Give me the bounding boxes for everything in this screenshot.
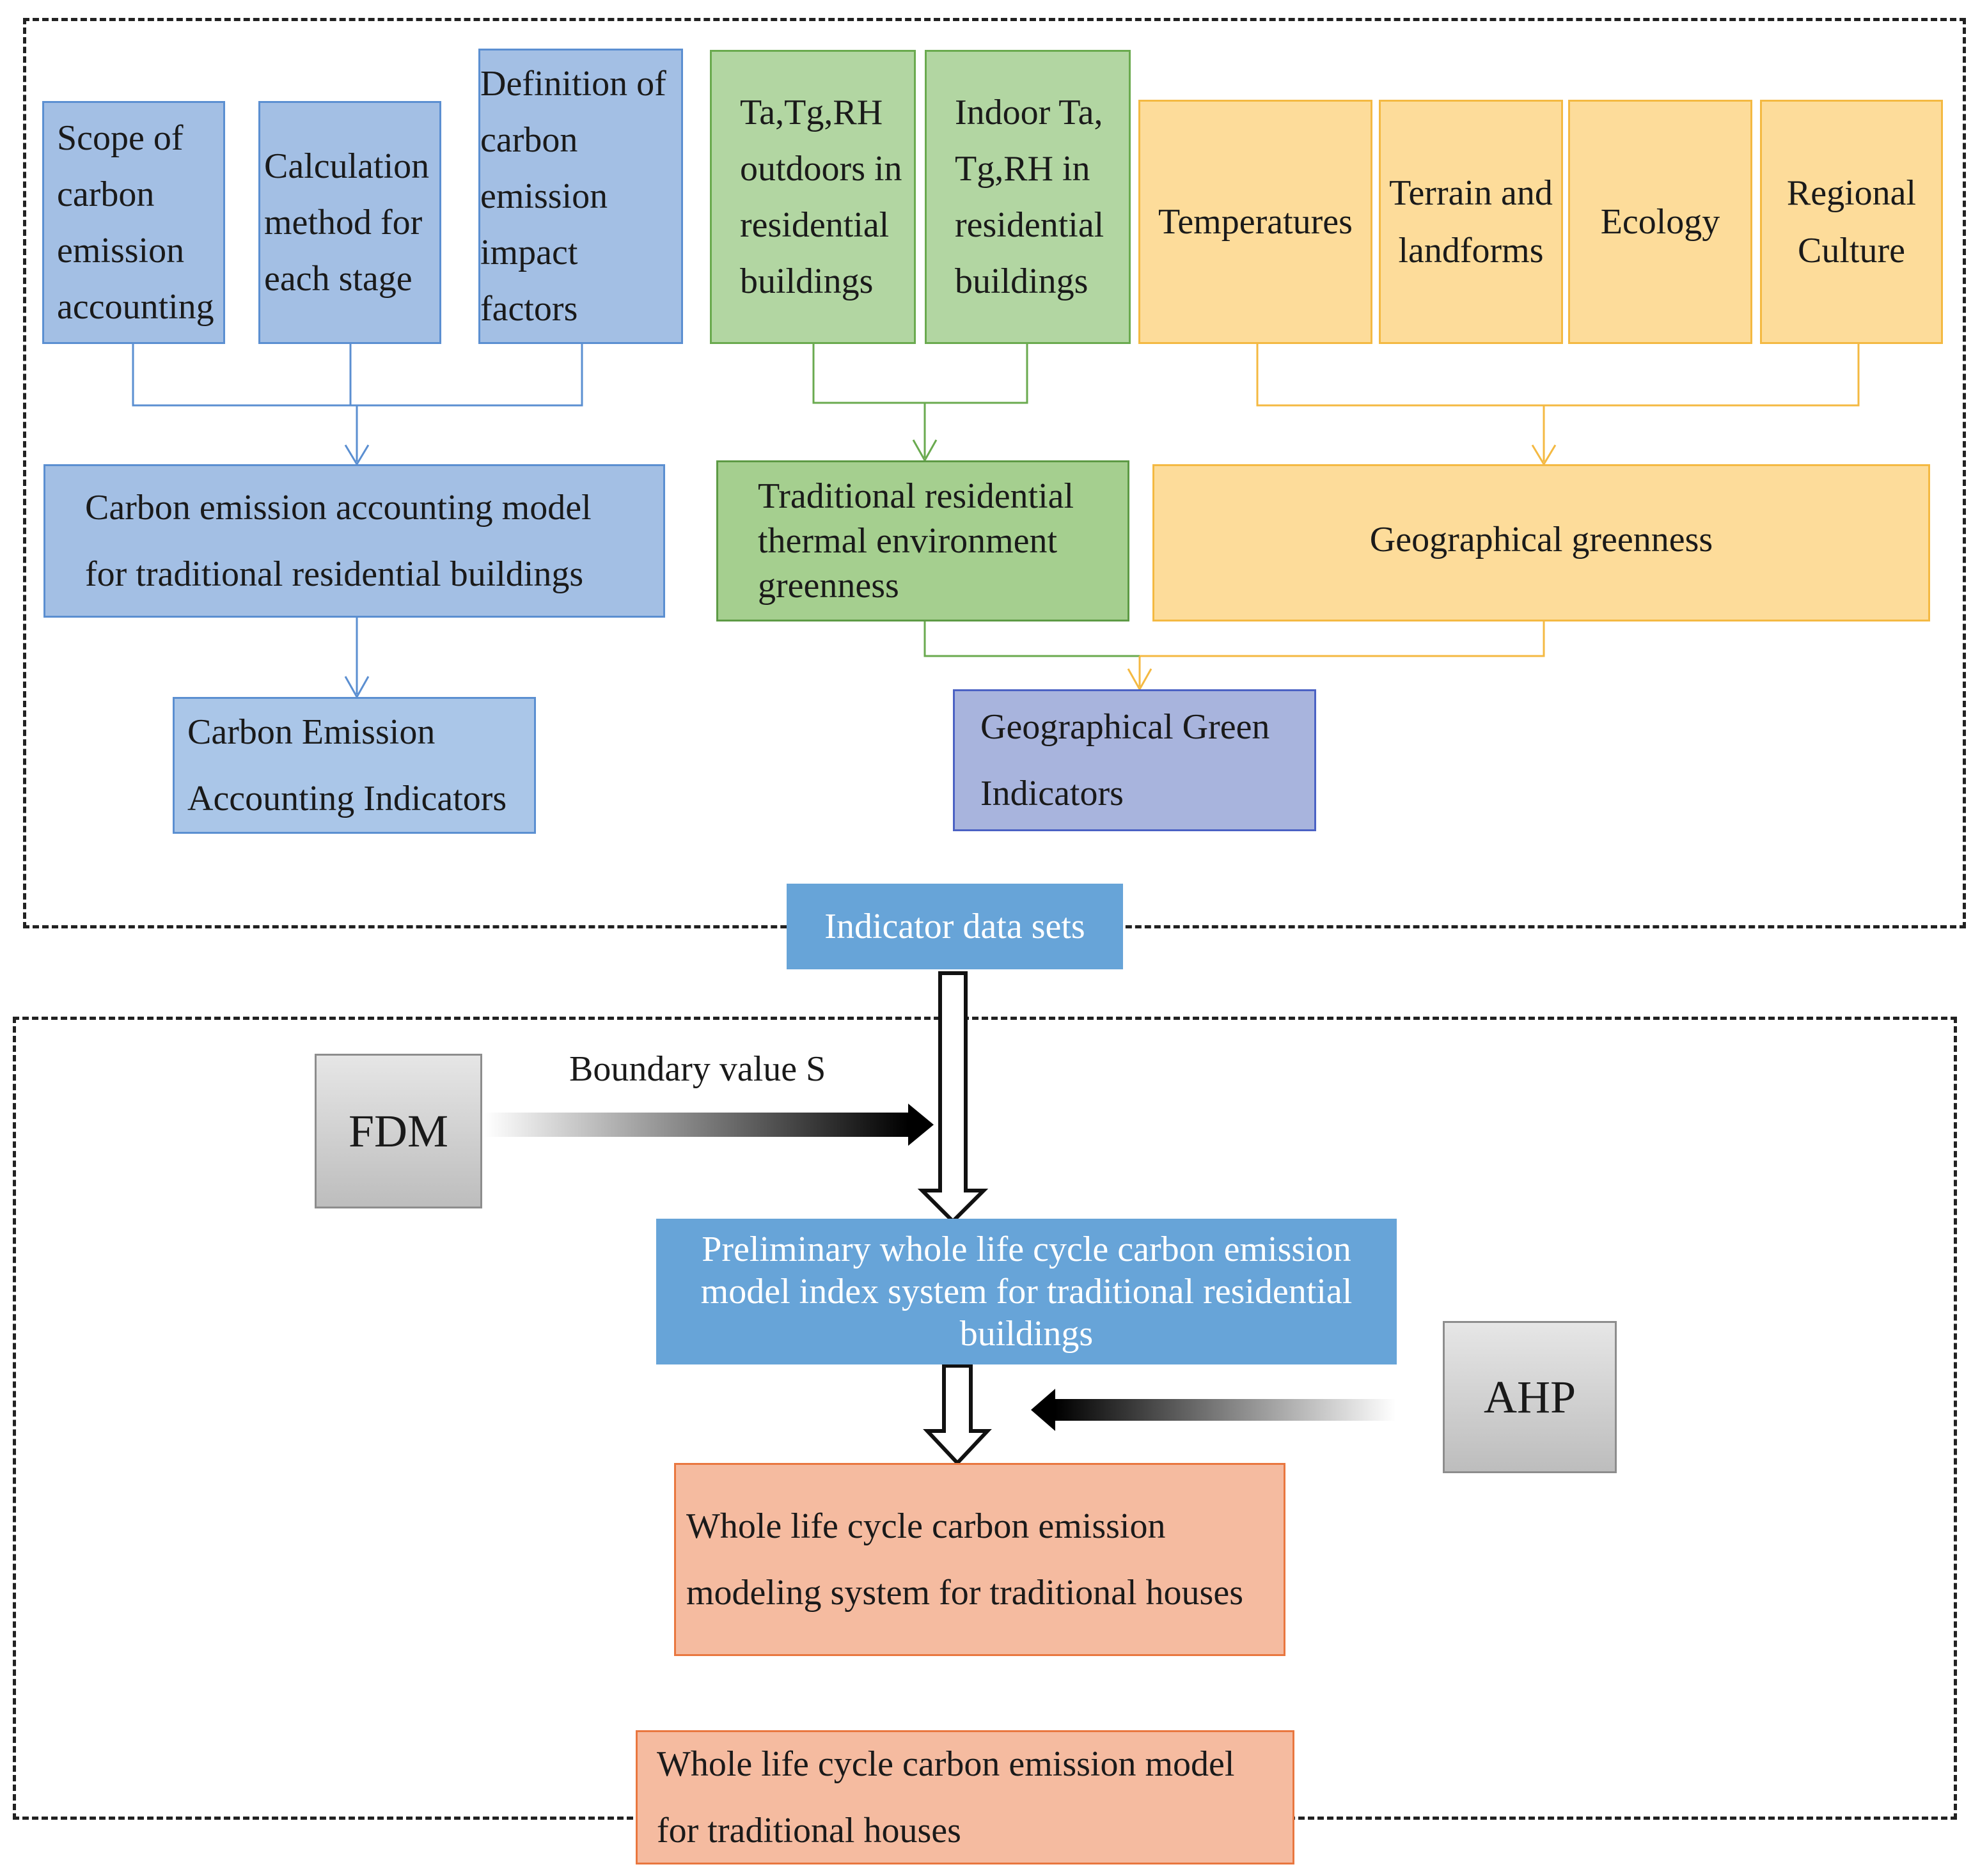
- ahp-box: AHP: [1443, 1321, 1617, 1473]
- ahp-arrow: [1031, 1389, 1395, 1431]
- carbon-accounting-model-box: Carbon emission accounting model for tra…: [43, 464, 665, 618]
- indoor-thermal-box: Indoor Ta, Tg,RH in residential building…: [925, 50, 1131, 344]
- final-model-text: Whole life cycle carbon emission model f…: [657, 1744, 1235, 1850]
- carbon-accounting-model-text: Carbon emission accounting model for tra…: [85, 488, 592, 594]
- regional-culture-text: Regional Culture: [1786, 173, 1917, 270]
- scope-of-carbon-emission-box: Scope of carbon emission accounting: [42, 101, 225, 344]
- calculation-method-box: Calculation method for each stage: [258, 101, 441, 344]
- modeling-system-box: Whole life cycle carbon emission modelin…: [674, 1463, 1285, 1656]
- outdoor-thermal-box: Ta,Tg,RH outdoors in residential buildin…: [710, 50, 916, 344]
- fdm-arrow: [485, 1104, 934, 1146]
- carbon-indicators-box: Carbon Emission Accounting Indicators: [173, 697, 536, 834]
- ecology-text: Ecology: [1600, 202, 1720, 242]
- geographical-greenness-box: Geographical greenness: [1152, 464, 1930, 621]
- thermal-greenness-text: Traditional residential thermal environm…: [758, 476, 1074, 606]
- impact-factors-text: Definition of carbon emission impact fac…: [480, 64, 666, 329]
- carbon-inputs-connector: [132, 344, 583, 466]
- regional-culture-box: Regional Culture: [1760, 100, 1943, 344]
- temperatures-text: Temperatures: [1158, 202, 1353, 242]
- indicator-datasets-box: Indicator data sets: [787, 884, 1123, 969]
- thermal-greenness-box: Traditional residential thermal environm…: [716, 460, 1129, 621]
- thermal-inputs-connector: [812, 344, 1028, 463]
- temperatures-box: Temperatures: [1138, 100, 1372, 344]
- green-indicators-text: Geographical Green Indicators: [980, 707, 1270, 813]
- green-indicators-connector: [923, 621, 1545, 692]
- hollow-arrow-down-1: [917, 971, 989, 1224]
- terrain-text: Terrain and landforms: [1389, 173, 1553, 270]
- boundary-value-label: Boundary value S: [569, 1049, 826, 1089]
- modeling-system-text: Whole life cycle carbon emission modelin…: [686, 1506, 1243, 1613]
- scope-of-carbon-emission-text: Scope of carbon emission accounting: [57, 118, 214, 327]
- preliminary-system-box: Preliminary whole life cycle carbon emis…: [656, 1219, 1397, 1364]
- impact-factors-box: Definition of carbon emission impact fac…: [478, 49, 683, 344]
- ahp-text: AHP: [1483, 1371, 1576, 1423]
- final-model-box: Whole life cycle carbon emission model f…: [636, 1730, 1294, 1864]
- indoor-thermal-text: Indoor Ta, Tg,RH in residential building…: [955, 93, 1104, 301]
- ecology-box: Ecology: [1568, 100, 1752, 344]
- preliminary-system-text: Preliminary whole life cycle carbon emis…: [700, 1230, 1353, 1354]
- geo-inputs-connector: [1256, 344, 1860, 466]
- carbon-model-connector: [344, 618, 370, 700]
- fdm-box: FDM: [315, 1054, 482, 1208]
- geographical-greenness-text: Geographical greenness: [1369, 520, 1713, 559]
- indicator-datasets-text: Indicator data sets: [824, 907, 1085, 946]
- fdm-text: FDM: [348, 1105, 449, 1157]
- calculation-method-text: Calculation method for each stage: [264, 146, 430, 299]
- hollow-arrow-down-2: [923, 1364, 992, 1466]
- green-indicators-box: Geographical Green Indicators: [953, 689, 1316, 831]
- terrain-box: Terrain and landforms: [1379, 100, 1563, 344]
- outdoor-thermal-text: Ta,Tg,RH outdoors in residential buildin…: [740, 93, 902, 301]
- carbon-indicators-text: Carbon Emission Accounting Indicators: [187, 712, 507, 818]
